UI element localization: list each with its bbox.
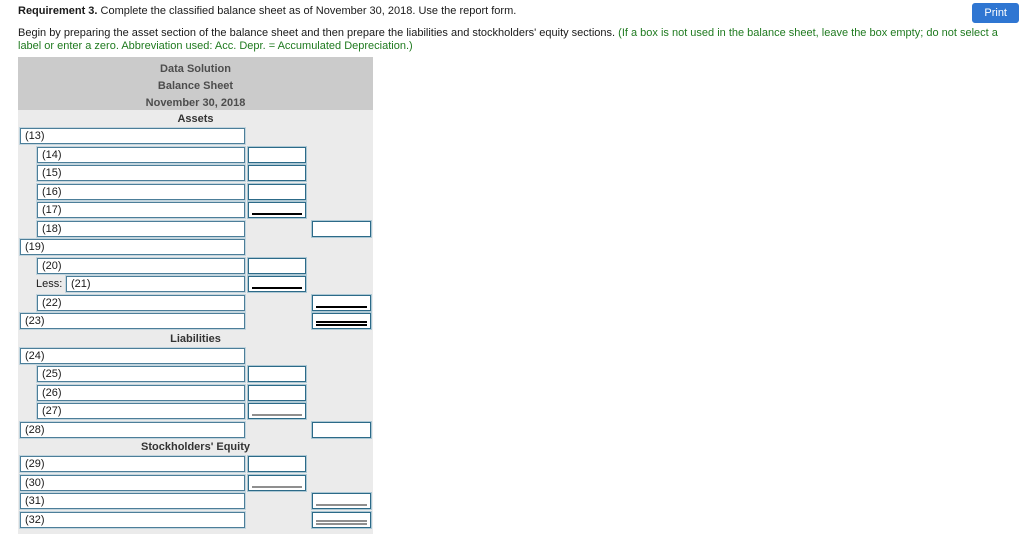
table-row-27: (27) — [18, 403, 373, 422]
amount-input-22[interactable] — [312, 294, 371, 311]
label-dropdown-18[interactable]: (18) — [37, 220, 245, 237]
amount-input-17[interactable] — [248, 202, 306, 218]
total-underline — [316, 305, 367, 308]
total-underline — [252, 213, 302, 215]
table-row-18: (18) — [18, 220, 373, 240]
table-row-14: (14) — [18, 146, 373, 166]
table-row-26: (26) — [18, 384, 373, 404]
print-button[interactable]: Print — [972, 3, 1019, 23]
table-row-22: (22) — [18, 294, 373, 314]
table-row-16: (16) — [18, 183, 373, 203]
amount-input-18[interactable] — [312, 220, 371, 237]
table-row-23: (23) — [18, 313, 373, 332]
section-header-liabilities: Liabilities — [170, 332, 221, 345]
requirement-sentence: Complete the classified balance sheet as… — [97, 5, 517, 17]
label-dropdown-20[interactable]: (20) — [37, 257, 245, 274]
total-underline — [252, 287, 302, 289]
amount-input-28[interactable] — [312, 421, 371, 438]
amount-input-20[interactable] — [248, 257, 306, 274]
instructions-black-text: Begin by preparing the asset section of … — [18, 27, 619, 39]
table-row-15: (15) — [18, 165, 373, 184]
table-row-24: (24) — [18, 347, 373, 367]
label-dropdown-17[interactable]: (17) — [37, 202, 245, 218]
instructions-text: Begin by preparing the asset section of … — [18, 27, 1018, 52]
table-row-21: Less:(21) — [18, 276, 373, 295]
label-dropdown-32[interactable]: (32) — [20, 511, 245, 528]
balance-sheet-table: Data Solution Balance Sheet November 30,… — [18, 57, 373, 534]
total-underline — [252, 414, 302, 416]
statement-title: Balance Sheet — [157, 80, 234, 92]
label-dropdown-14[interactable]: (14) — [37, 146, 245, 163]
total-underline — [316, 504, 367, 506]
label-dropdown-28[interactable]: (28) — [20, 421, 245, 438]
instructions-green-text: (If a box is not used in the balance she… — [18, 27, 998, 52]
label-dropdown-23[interactable]: (23) — [20, 313, 245, 329]
label-dropdown-22[interactable]: (22) — [37, 294, 245, 311]
table-row-13: (13) — [18, 128, 373, 147]
total-underline — [316, 321, 367, 326]
amount-input-26[interactable] — [248, 384, 306, 401]
label-dropdown-29[interactable]: (29) — [20, 456, 245, 472]
table-row-28: (28) — [18, 421, 373, 441]
amount-input-23[interactable] — [312, 313, 371, 329]
total-underline — [252, 485, 302, 488]
amount-input-29[interactable] — [248, 456, 306, 472]
label-dropdown-30[interactable]: (30) — [20, 474, 245, 491]
section-header-assets: Assets — [177, 113, 214, 125]
amount-input-27[interactable] — [248, 403, 306, 419]
table-row-32: (32) — [18, 511, 373, 531]
amount-input-30[interactable] — [248, 474, 306, 491]
label-dropdown-24[interactable]: (24) — [20, 347, 245, 364]
amount-input-21[interactable] — [248, 276, 306, 292]
statement-date: November 30, 2018 — [145, 97, 246, 109]
total-underline — [316, 519, 367, 525]
company-name: Data Solution — [160, 63, 231, 75]
balance-sheet-body: Assets (13) (14) (15) (16) (17) (18) (19) (20) Le… — [18, 110, 373, 534]
label-dropdown-15[interactable]: (15) — [37, 165, 245, 181]
label-dropdown-26[interactable]: (26) — [37, 384, 245, 401]
label-dropdown-27[interactable]: (27) — [37, 403, 245, 419]
table-title: Data Solution Balance Sheet November 30,… — [18, 57, 373, 110]
label-dropdown-21[interactable]: (21) — [66, 276, 245, 292]
amount-input-16[interactable] — [248, 183, 306, 200]
table-row-25: (25) — [18, 366, 373, 385]
table-row-17: (17) — [18, 202, 373, 221]
requirement-text: Requirement 3. Complete the classified b… — [18, 5, 1006, 17]
label-dropdown-25[interactable]: (25) — [37, 366, 245, 382]
amount-input-31[interactable] — [312, 493, 371, 509]
table-row-31: (31) — [18, 493, 373, 512]
label-dropdown-31[interactable]: (31) — [20, 493, 245, 509]
label-dropdown-16[interactable]: (16) — [37, 183, 245, 200]
requirement-number: Requirement 3. — [18, 5, 98, 17]
amount-input-32[interactable] — [312, 511, 371, 528]
amount-input-14[interactable] — [248, 146, 306, 163]
section-header-stockholders-equity: Stockholders' Equity — [141, 441, 250, 453]
table-row-30: (30) — [18, 474, 373, 494]
table-row-29: (29) — [18, 456, 373, 475]
amount-input-25[interactable] — [248, 366, 306, 382]
table-row-19: (19) — [18, 239, 373, 258]
amount-input-15[interactable] — [248, 165, 306, 181]
table-row-20: (20) — [18, 257, 373, 277]
label-dropdown-13[interactable]: (13) — [20, 128, 245, 144]
label-dropdown-19[interactable]: (19) — [20, 239, 245, 255]
less-label: Less: — [36, 278, 63, 290]
